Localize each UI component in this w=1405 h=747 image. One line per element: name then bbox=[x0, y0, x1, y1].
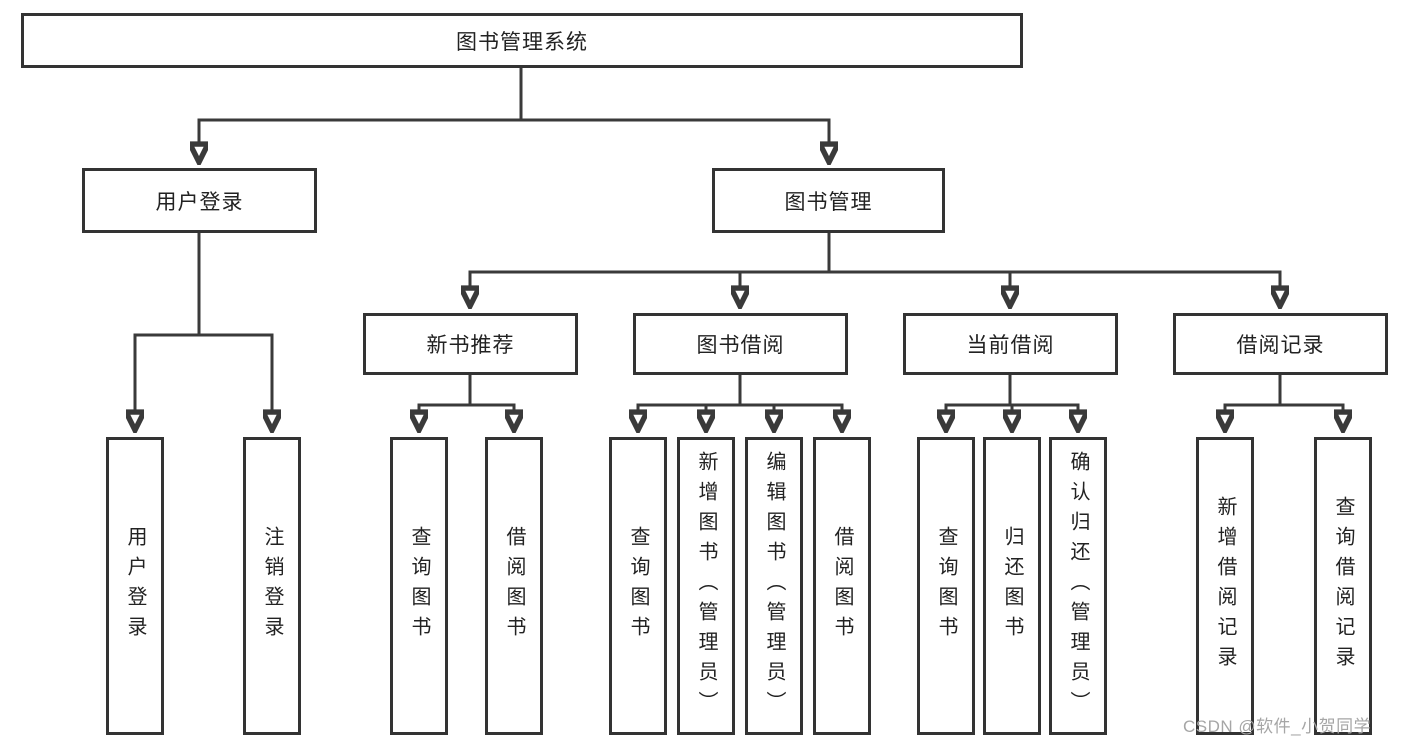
node-label: 新书推荐 bbox=[426, 334, 515, 357]
node-label: 确认归还（管理员） bbox=[1067, 451, 1089, 721]
node-borrow-books-recommend: 借阅图书 bbox=[485, 437, 543, 735]
node-label: 查询借阅记录 bbox=[1332, 496, 1354, 676]
node-query-books-current: 查询图书 bbox=[917, 437, 975, 735]
node-label: 借阅记录 bbox=[1236, 334, 1325, 357]
node-label: 借阅图书 bbox=[503, 526, 525, 646]
node-label: 用户登录 bbox=[124, 526, 146, 646]
node-logout: 注销登录 bbox=[243, 437, 301, 735]
csdn-watermark: CSDN @软件_小贺同学 bbox=[1183, 717, 1372, 736]
node-user-login: 用户登录 bbox=[106, 437, 164, 735]
node-label: 新增借阅记录 bbox=[1214, 496, 1236, 676]
node-query-books-recommend: 查询图书 bbox=[390, 437, 448, 735]
node-label: 注销登录 bbox=[261, 526, 283, 646]
node-label: 编辑图书（管理员） bbox=[763, 451, 785, 721]
node-borrow-records: 借阅记录 bbox=[1173, 313, 1388, 375]
node-label: 图书借阅 bbox=[696, 334, 785, 357]
node-label: 借阅图书 bbox=[831, 526, 853, 646]
node-label: 归还图书 bbox=[1001, 526, 1023, 646]
node-label: 用户登录 bbox=[155, 190, 244, 214]
node-label: 新增图书（管理员） bbox=[695, 451, 717, 721]
node-label: 当前借阅 bbox=[966, 334, 1055, 357]
node-edit-books-admin: 编辑图书（管理员） bbox=[745, 437, 803, 735]
node-add-borrow-record: 新增借阅记录 bbox=[1196, 437, 1254, 735]
node-root-label: 图书管理系统 bbox=[456, 30, 588, 54]
node-root: 图书管理系统 bbox=[21, 13, 1023, 68]
node-borrow-books-borrow: 借阅图书 bbox=[813, 437, 871, 735]
node-return-books: 归还图书 bbox=[983, 437, 1041, 735]
node-book-borrow: 图书借阅 bbox=[633, 313, 848, 375]
node-label: 查询图书 bbox=[935, 526, 957, 646]
node-confirm-return-admin: 确认归还（管理员） bbox=[1049, 437, 1107, 735]
node-label: 查询图书 bbox=[408, 526, 430, 646]
node-current-borrow: 当前借阅 bbox=[903, 313, 1118, 375]
node-new-book-recommend: 新书推荐 bbox=[363, 313, 578, 375]
node-label: 图书管理 bbox=[784, 190, 873, 214]
node-query-books-borrow: 查询图书 bbox=[609, 437, 667, 735]
node-user-login-branch: 用户登录 bbox=[82, 168, 317, 233]
node-book-management: 图书管理 bbox=[712, 168, 945, 233]
node-add-books-admin: 新增图书（管理员） bbox=[677, 437, 735, 735]
node-query-borrow-record: 查询借阅记录 bbox=[1314, 437, 1372, 735]
node-label: 查询图书 bbox=[627, 526, 649, 646]
